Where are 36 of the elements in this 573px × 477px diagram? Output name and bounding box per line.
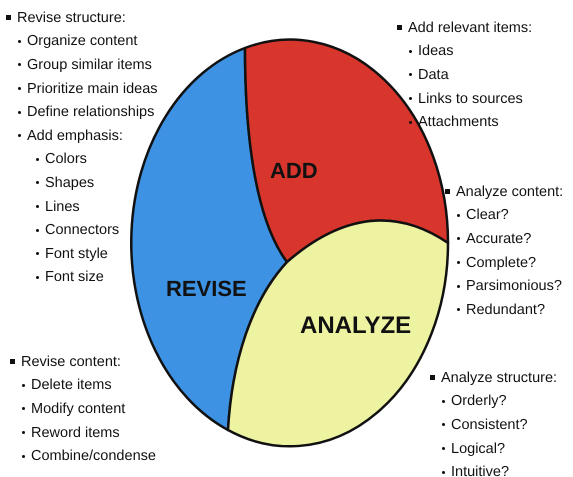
list-heading: Analyze content: [456,184,564,200]
list-heading: Revise structure: [17,10,126,26]
list-item: Redundant? [466,302,546,318]
list-item: Font size [45,269,104,286]
list-item: Organize content [27,33,138,50]
list-item: Reword items [31,424,120,441]
list-item: Clear? [466,207,509,224]
list-item: Shapes [45,174,94,191]
list-item: Define relationships [27,104,154,120]
list-item: Links to sources [418,90,523,107]
list-item: Lines [45,198,80,215]
list-item: Modify content [31,400,126,417]
list-item: Delete items [31,377,112,394]
segment-label: ANALYZE [300,312,412,340]
list-item: Font style [45,246,108,262]
list-item: Prioritize main ideas [27,80,158,97]
segment-label: ADD [270,158,318,184]
list-item: Orderly? [451,393,507,410]
list-item: Attachments [418,114,499,130]
list-item: Group similar items [27,56,152,73]
list-item: Consistent? [451,416,528,433]
list-item: Combine/condense [31,448,156,464]
list-item: Data [418,66,449,83]
list-item: Ideas [418,43,454,60]
list-item: Intuitive? [451,464,510,477]
list-item: Complete? [466,254,536,271]
list-item: Colors [45,151,87,168]
list-heading: Revise content: [21,354,121,370]
list-item: Accurate? [466,230,532,247]
list-item: Parsimonious? [466,278,562,294]
segment-label: REVISE [166,276,247,302]
list-item: Connectors [45,222,120,238]
list-heading: Add relevant items: [408,20,532,36]
list-item: Add emphasis: [27,128,123,144]
list-heading: Analyze structure: [441,370,558,386]
list-item: Logical? [451,440,506,457]
